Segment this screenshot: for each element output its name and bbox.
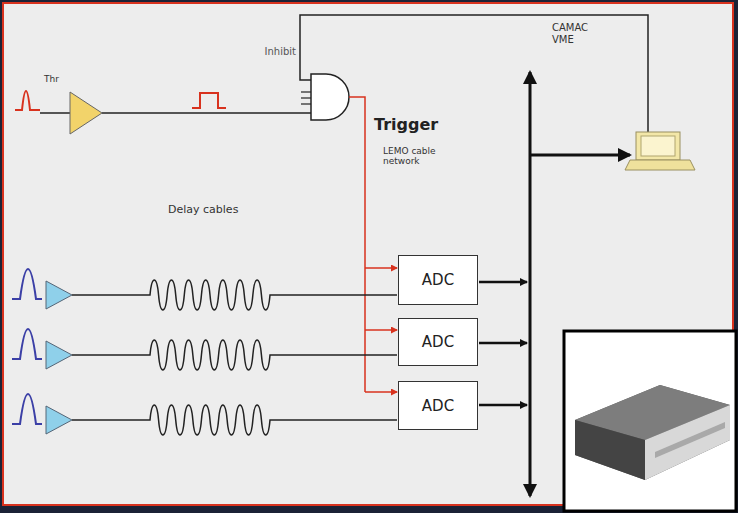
delay-cable <box>72 280 397 310</box>
box-label: ADC <box>422 271 454 289</box>
diagram-label: Inhibit <box>250 46 296 58</box>
box-label: ADC <box>422 397 454 415</box>
input-pulse <box>12 269 42 299</box>
input-pulse <box>12 329 42 359</box>
delay-cable <box>72 405 397 435</box>
adc-box: ADC <box>398 318 478 366</box>
diagram-label: Thr <box>44 74 68 84</box>
delay-cable <box>72 340 397 370</box>
amplifier-symbol <box>46 341 72 369</box>
adc-box: ADC <box>398 255 478 305</box>
box-label: ADC <box>422 333 454 351</box>
adc-box: ADC <box>398 381 478 430</box>
diagram-label: Trigger <box>374 116 454 134</box>
diagram-label: CAMAC VME <box>552 22 596 45</box>
diagram-label: LEMO cable network <box>383 146 445 167</box>
diagram-label: Delay cables <box>168 204 258 217</box>
amplifier-symbol <box>46 281 72 309</box>
input-pulse <box>12 394 42 424</box>
amplifier-symbol <box>46 406 72 434</box>
